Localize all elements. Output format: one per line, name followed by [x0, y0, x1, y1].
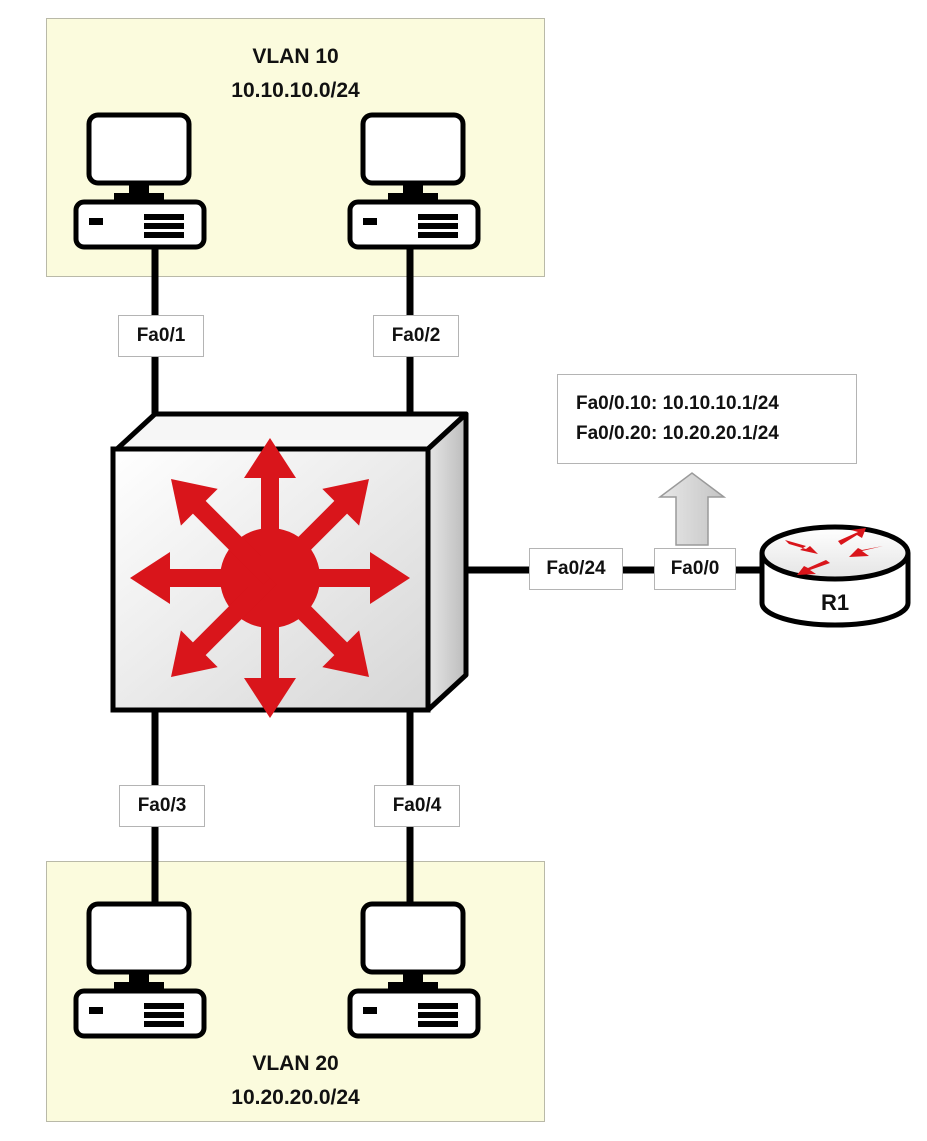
- port-label-fa0-4: Fa0/4: [374, 785, 460, 827]
- router-name: R1: [820, 590, 850, 615]
- port-label-fa0-1: Fa0/1: [118, 315, 204, 357]
- multilayer-switch-icon[interactable]: [110, 411, 469, 718]
- subinterface-vlan10: Fa0/0.10: 10.10.10.1/24: [576, 393, 779, 414]
- pc-vlan10-1-icon[interactable]: [76, 115, 204, 247]
- port-label-router-fa0-0: Fa0/0: [654, 548, 736, 590]
- port-label-fa0-2: Fa0/2: [373, 315, 459, 357]
- vlan10-name: VLAN 10: [252, 45, 339, 68]
- pc-vlan20-1-icon[interactable]: [76, 904, 204, 1036]
- callout-arrow-icon: [657, 472, 727, 546]
- subinterface-info-box: Fa0/0.10: 10.10.10.1/24 Fa0/0.20: 10.20.…: [557, 374, 857, 464]
- pc-vlan10-2-icon[interactable]: [350, 115, 478, 247]
- router-icon[interactable]: [759, 524, 911, 628]
- vlan20-subnet: 10.20.20.0/24: [231, 1086, 360, 1109]
- port-label-fa0-3: Fa0/3: [119, 785, 205, 827]
- subinterface-vlan20: Fa0/0.20: 10.20.20.1/24: [576, 423, 779, 444]
- pc-vlan20-2-icon[interactable]: [350, 904, 478, 1036]
- port-label-fa0-24: Fa0/24: [529, 548, 623, 590]
- vlan10-subnet: 10.10.10.0/24: [231, 79, 360, 102]
- vlan20-name: VLAN 20: [252, 1052, 339, 1075]
